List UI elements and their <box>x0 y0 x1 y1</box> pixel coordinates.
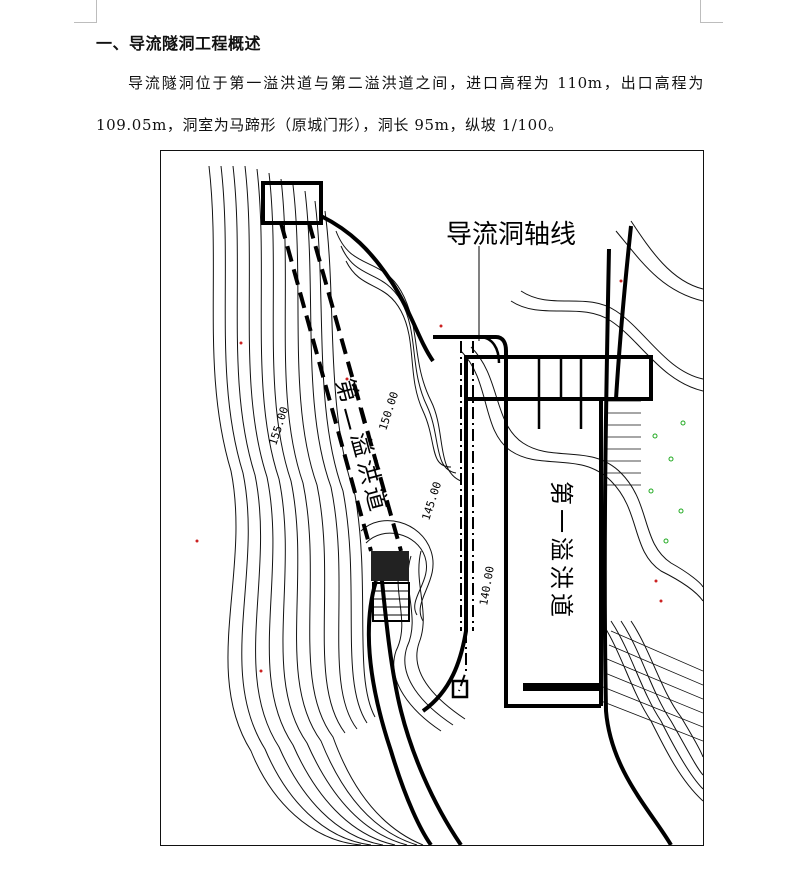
spillway-2-label: 第二溢洪道 <box>330 375 393 517</box>
vegetation-marks <box>648 420 686 544</box>
tunnel-outlet-mark <box>451 679 469 699</box>
contour-lines <box>208 165 703 845</box>
contour-map-drawing: 导流洞轴线 第一溢洪道 第二溢洪道 155.00 150.00 145.00 1… <box>195 165 703 845</box>
tunnel-inlet-block <box>371 551 410 622</box>
site-plan-figure: 导流洞轴线 第一溢洪道 第二溢洪道 155.00 150.00 145.00 1… <box>160 150 704 846</box>
page-corner-mark-right <box>700 0 723 23</box>
spillway-sill <box>523 683 603 691</box>
section-heading: 一、导流隧洞工程概述 <box>96 34 262 53</box>
contour-label-155: 155.00 <box>266 405 291 447</box>
survey-points <box>195 279 663 673</box>
tunnel-axis-line <box>458 341 474 692</box>
spillway-1-label: 第一溢洪道 <box>547 481 575 621</box>
contour-label-150: 150.00 <box>376 390 401 432</box>
page-corner-mark-left <box>74 0 97 23</box>
body-paragraph: 导流隧洞位于第一溢洪道与第二溢洪道之间，进口高程为 110m，出口高程为 109… <box>96 74 704 134</box>
contour-label-140: 140.00 <box>477 565 497 606</box>
slope-hatching <box>600 400 703 742</box>
tunnel-outline-dashed <box>279 222 403 552</box>
tunnel-axis-label: 导流洞轴线 <box>446 220 576 250</box>
contour-label-145: 145.00 <box>419 480 444 522</box>
spillway-piers <box>537 359 583 429</box>
tunnel-bend <box>478 335 501 364</box>
structure-outlines <box>261 181 673 845</box>
